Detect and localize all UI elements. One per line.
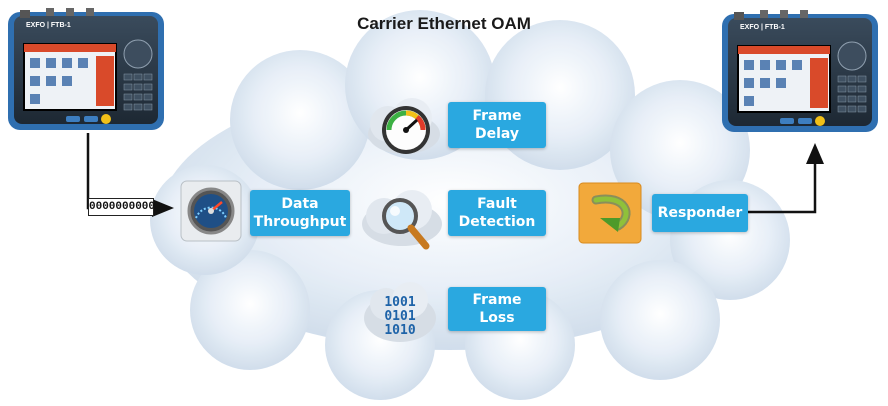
frame-loss-line-2: Loss <box>479 310 515 326</box>
magnifier-icon <box>358 186 446 256</box>
data-counter: 0000000000 <box>88 198 155 216</box>
binary-cloud-icon <box>360 282 440 350</box>
handheld-tester-icon <box>722 10 878 132</box>
fault-detection-line-1: Fault <box>477 196 517 212</box>
binary-row-2: 0101 <box>384 309 416 324</box>
frame-loss-label: Frame Loss <box>448 287 546 331</box>
fault-detection-line-2: Detection <box>458 214 536 230</box>
data-throughput-line-1: Data <box>281 196 319 212</box>
frame-delay-line-2: Delay <box>474 126 520 142</box>
right-device-brand: EXFO | FTB-1 <box>740 24 785 31</box>
binary-row-3: 1010 <box>384 323 416 338</box>
data-throughput-label: Data Throughput <box>250 190 350 236</box>
handheld-tester-icon <box>8 8 164 130</box>
speedometer-icon <box>180 180 242 242</box>
left-device-brand: EXFO | FTB-1 <box>26 22 71 29</box>
frame-delay-label: Frame Delay <box>448 102 546 148</box>
frame-delay-line-1: Frame <box>472 108 522 124</box>
gauge-icon <box>362 88 442 158</box>
responder-text: Responder <box>657 205 743 221</box>
page-title: Carrier Ethernet OAM <box>357 14 531 33</box>
binary-row-1: 1001 <box>384 295 416 310</box>
right-test-device: EXFO | FTB-1 <box>720 6 880 134</box>
responder-label: Responder <box>652 194 748 232</box>
data-throughput-line-2: Throughput <box>253 214 347 230</box>
binary-digits: 1001 0101 1010 <box>372 296 428 338</box>
frame-loss-line-1: Frame <box>472 292 522 308</box>
loop-arrow-icon <box>578 182 642 244</box>
fault-detection-label: Fault Detection <box>448 190 546 236</box>
right-connector <box>748 143 824 214</box>
left-test-device: EXFO | FTB-1 <box>6 4 166 132</box>
